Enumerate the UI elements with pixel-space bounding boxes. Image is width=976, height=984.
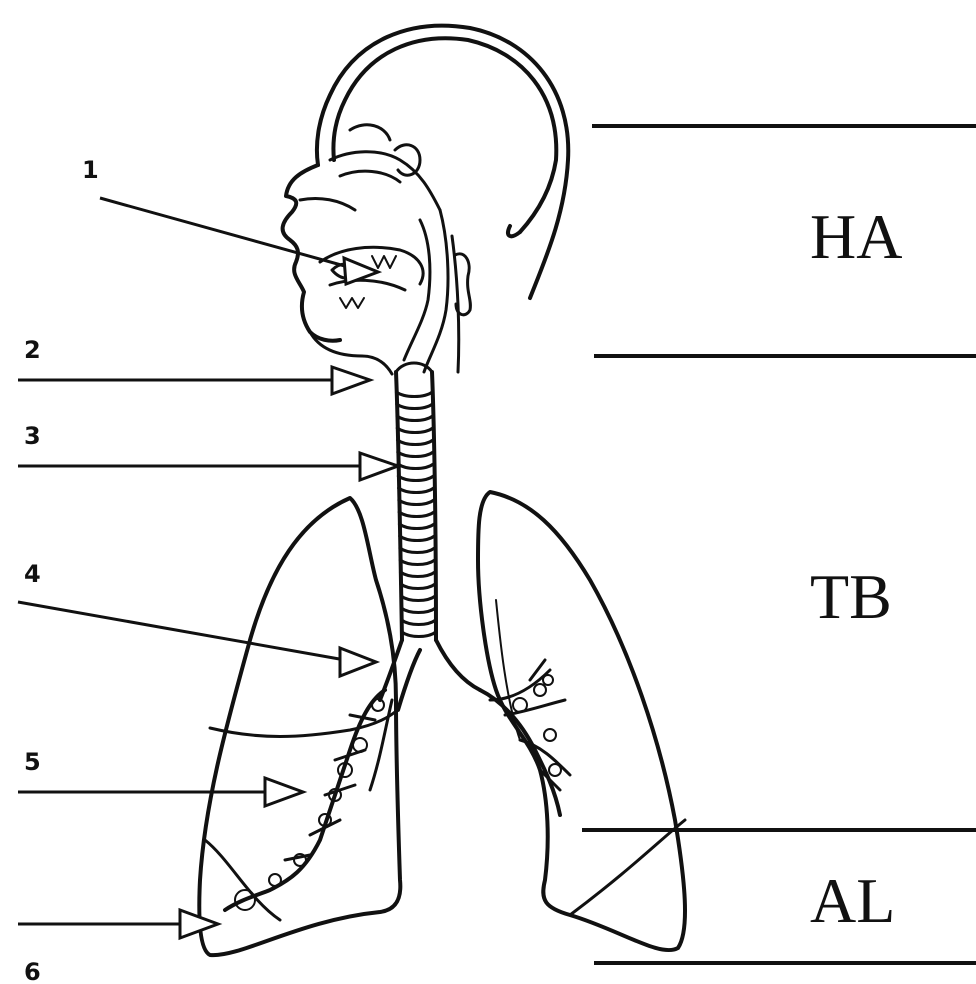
label-4: 4: [24, 560, 41, 588]
pointer-1: [100, 198, 378, 284]
left-lung-outline: [478, 492, 685, 950]
trachea-ring: [399, 500, 434, 505]
trachea-ring: [399, 488, 434, 493]
trachea-ring: [401, 608, 435, 613]
trachea-ring: [397, 428, 433, 433]
trachea-ring: [401, 584, 435, 589]
region-label-al: AL: [810, 865, 895, 936]
head-outline: [283, 26, 569, 374]
trachea-ring: [398, 440, 433, 445]
region-label-tb: TB: [810, 561, 892, 632]
trachea-ring: [401, 596, 435, 601]
pointer-3: [18, 453, 398, 480]
trachea-ring: [397, 416, 433, 421]
trachea-ring: [397, 404, 433, 409]
trachea-ring: [399, 512, 434, 517]
pointer-4: [18, 602, 376, 676]
trachea-ring: [398, 464, 433, 469]
trachea-ring: [396, 392, 432, 397]
region-label-ha: HA: [810, 201, 902, 272]
trachea-ring: [399, 524, 434, 529]
trachea-ring: [400, 536, 435, 541]
label-5: 5: [24, 748, 41, 776]
pointer-5: [18, 778, 303, 806]
trachea-ring: [398, 452, 433, 457]
label-1: 1: [82, 156, 99, 184]
pointer-2: [18, 367, 370, 394]
trachea-ring: [398, 476, 433, 481]
label-3: 3: [24, 422, 41, 450]
trachea-ring: [402, 632, 436, 637]
trachea-ring: [402, 620, 436, 625]
trachea-ring: [400, 560, 435, 565]
region-dividers: [582, 126, 976, 963]
trachea-ring: [400, 572, 435, 577]
right-lung-outline: [199, 498, 400, 955]
pointer-6: [18, 910, 218, 938]
label-6: 6: [24, 958, 41, 984]
trachea-ring: [400, 548, 435, 553]
label-2: 2: [24, 336, 41, 364]
